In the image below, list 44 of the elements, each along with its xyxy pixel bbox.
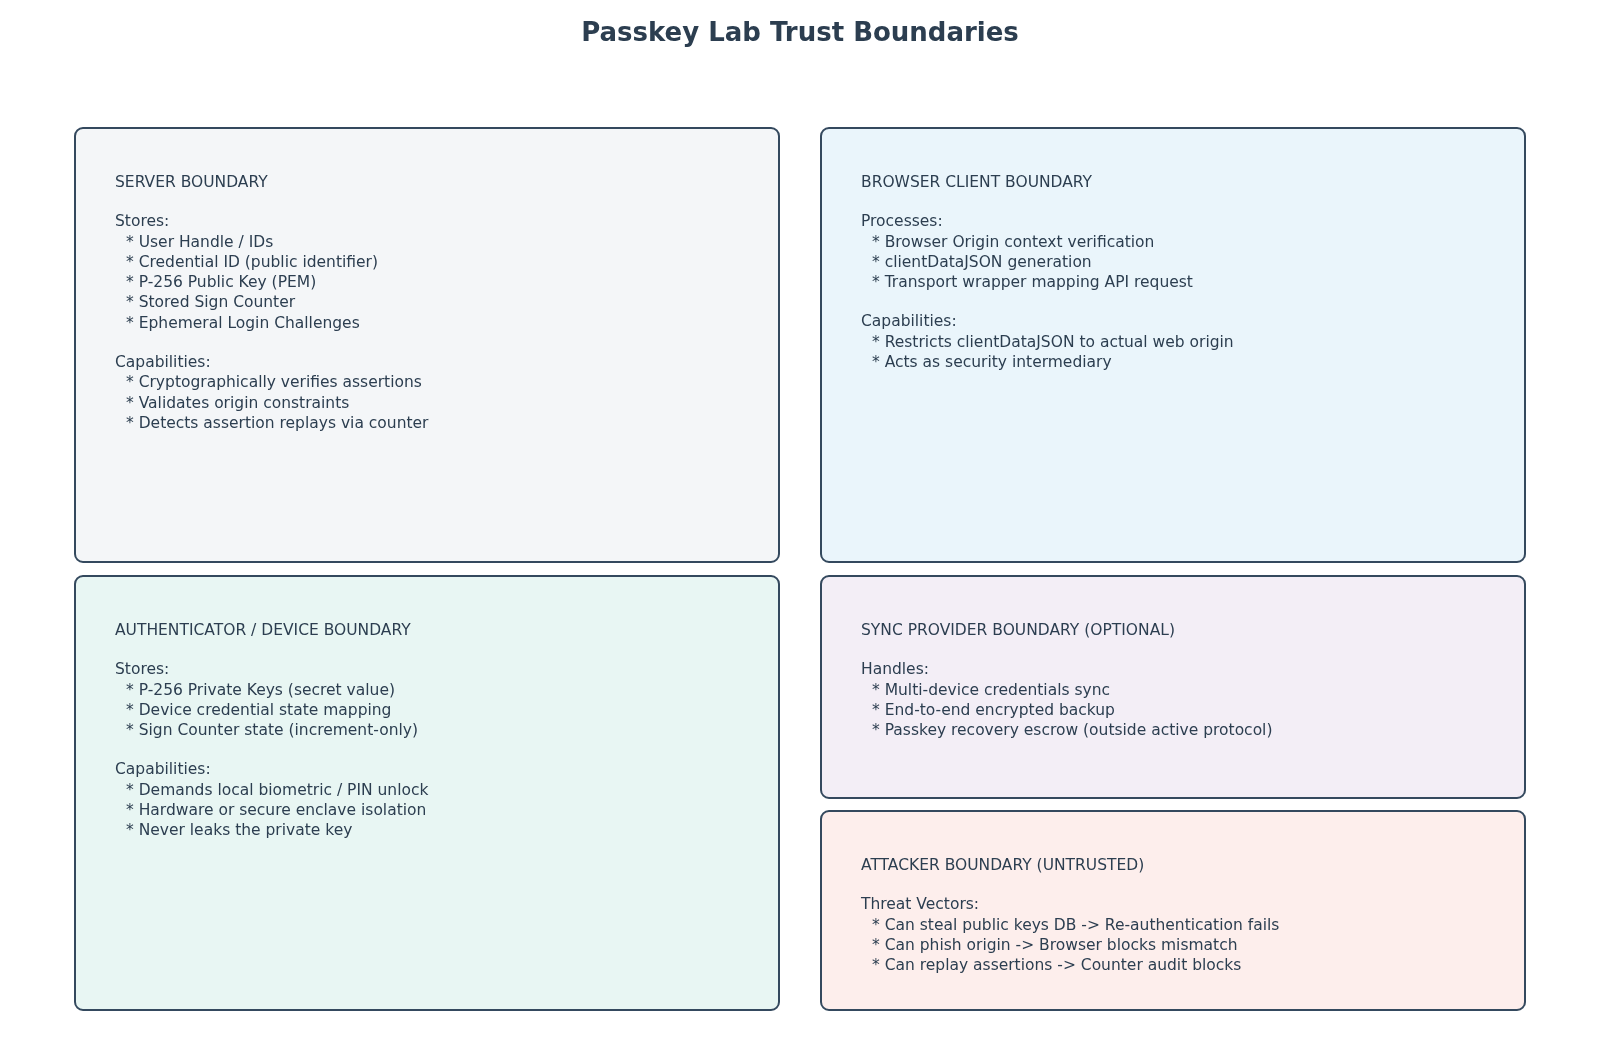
bullet-item: * Can replay assertions -> Counter audit blocks [871, 955, 1242, 976]
boundary-heading: SERVER BOUNDARY [115, 172, 268, 193]
bullet-item: * Validates origin constraints [125, 392, 350, 413]
bullet-item: * P-256 Public Key (PEM) [125, 272, 317, 293]
section-label: Threat Vectors: [861, 894, 980, 915]
bullet-item: * Hardware or secure enclave isolation [125, 800, 427, 821]
bullet-item: * User Handle / IDs [125, 231, 274, 252]
bullet-item: * Demands local biometric / PIN unlock [125, 779, 429, 801]
section-label: Capabilities: [861, 311, 957, 332]
bullet-item: * Cryptographically verifies assertions [125, 372, 422, 393]
bullet-item: * Device credential state mapping [125, 699, 392, 721]
section-label: Capabilities: [115, 352, 211, 373]
bullet-item: * Passkey recovery escrow (outside active protocol) [871, 720, 1273, 741]
bullet-item: * Multi-device credentials sync [871, 679, 1111, 700]
bullet-item: * Detects assertion replays via counter [125, 412, 429, 434]
bullet-item: * clientDataJSON generation [871, 251, 1092, 273]
bullet-item: * Can steal public keys DB -> Re-authentication fails [871, 914, 1280, 935]
section-label: Capabilities: [115, 759, 211, 780]
boundary-panel [820, 127, 1526, 563]
bullet-item: * Ephemeral Login Challenges [125, 312, 360, 334]
bullet-item: * Transport wrapper mapping API request [871, 272, 1193, 293]
diagram-title: Passkey Lab Trust Boundaries [581, 16, 1019, 49]
boundary-heading: ATTACKER BOUNDARY (UNTRUSTED) [861, 855, 1145, 876]
bullet-item: * Never leaks the private key [125, 820, 353, 841]
section-label: Stores: [115, 211, 170, 232]
bullet-item: * Can phish origin -> Browser blocks mismatch [871, 934, 1238, 956]
bullet-item: * Browser Origin context verification [871, 231, 1155, 252]
section-label: Processes: [861, 211, 943, 232]
bullet-item: * Stored Sign Counter [125, 292, 296, 313]
boundary-heading: AUTHENTICATOR / DEVICE BOUNDARY [115, 620, 411, 641]
section-label: Stores: [115, 659, 170, 680]
bullet-item: * P-256 Private Keys (secret value) [125, 679, 395, 700]
boundary-heading: BROWSER CLIENT BOUNDARY [861, 172, 1093, 193]
bullet-item: * Credential ID (public identifier) [125, 251, 379, 273]
bullet-item: * Sign Counter state (increment-only) [125, 720, 418, 741]
boundary-panel [74, 575, 780, 1011]
bullet-item: * Acts as security intermediary [871, 352, 1112, 373]
section-label: Handles: [861, 659, 929, 680]
boundary-panel [74, 127, 780, 563]
bullet-item: * End-to-end encrypted backup [871, 699, 1115, 721]
boundary-heading: SYNC PROVIDER BOUNDARY (OPTIONAL) [861, 620, 1175, 641]
boundary-panel [820, 810, 1526, 1011]
boundary-panel [820, 575, 1526, 799]
bullet-item: * Restricts clientDataJSON to actual web origin [871, 331, 1234, 353]
